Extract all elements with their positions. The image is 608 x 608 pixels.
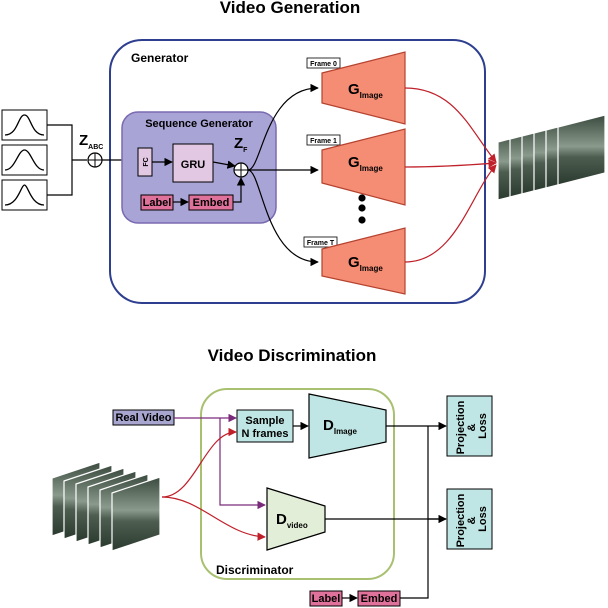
label-text-disc: Label	[312, 593, 341, 605]
generation-title: Video Generation	[220, 0, 360, 17]
gru-box	[172, 143, 214, 183]
z-abc-label: ZABC	[79, 132, 103, 151]
projection-loss-image-label: Projection & Loss	[455, 398, 489, 455]
noise-inputs	[1, 109, 87, 211]
real-video-label: Real Video	[115, 412, 171, 424]
sum-node-f	[233, 162, 249, 178]
d-video-label: Dvideo	[276, 511, 308, 530]
g-image-0-label: GImage	[348, 81, 383, 100]
z-f-label: ZF	[234, 135, 248, 154]
embed-text-gen: Embed	[193, 197, 230, 209]
g-image-1: GImage	[321, 128, 406, 206]
sample-frames-box	[236, 409, 294, 443]
g-image-0: GImage	[321, 51, 406, 125]
label-text-gen: Label	[143, 197, 172, 209]
frame-tag-0	[306, 57, 341, 69]
input-video-stack	[51, 461, 161, 552]
sum-node-abc	[87, 152, 103, 168]
discriminator-label: Discriminator	[216, 563, 294, 577]
fc-label: FC	[143, 157, 150, 166]
frame-tag-1	[306, 134, 341, 146]
gru-label: GRU	[181, 159, 206, 171]
frame-tag-1-label: Frame 1	[310, 138, 337, 145]
projection-loss-image-box	[446, 395, 493, 457]
g-image-t: GImage	[321, 227, 406, 295]
d-image-label: DImage	[323, 417, 358, 436]
gaussian-c-icon	[4, 184, 45, 206]
sample-line1: Sample	[245, 415, 284, 427]
d-video: Dvideo	[266, 487, 326, 551]
discrimination-title: Video Discrimination	[208, 346, 377, 365]
g-image-1-label: GImage	[348, 154, 383, 173]
projection-loss-video-label: Projection & Loss	[455, 491, 489, 548]
ellipsis-dots	[358, 194, 366, 224]
sequence-generator-label: Sequence Generator	[145, 118, 253, 130]
frame-tag-t	[303, 236, 338, 248]
gaussian-a-icon	[4, 114, 45, 136]
sample-line2: N frames	[241, 428, 288, 440]
frame-tag-0-label: Frame 0	[310, 61, 337, 68]
gaussian-b-icon	[4, 149, 45, 171]
embed-text-disc: Embed	[361, 593, 398, 605]
d-image: DImage	[308, 393, 387, 459]
generator-label: Generator	[131, 51, 189, 65]
g-image-t-label: GImage	[348, 254, 383, 273]
frame-tag-t-label: Frame T	[307, 240, 335, 247]
generated-video-stack	[497, 114, 606, 201]
projection-loss-video-box	[446, 488, 493, 550]
